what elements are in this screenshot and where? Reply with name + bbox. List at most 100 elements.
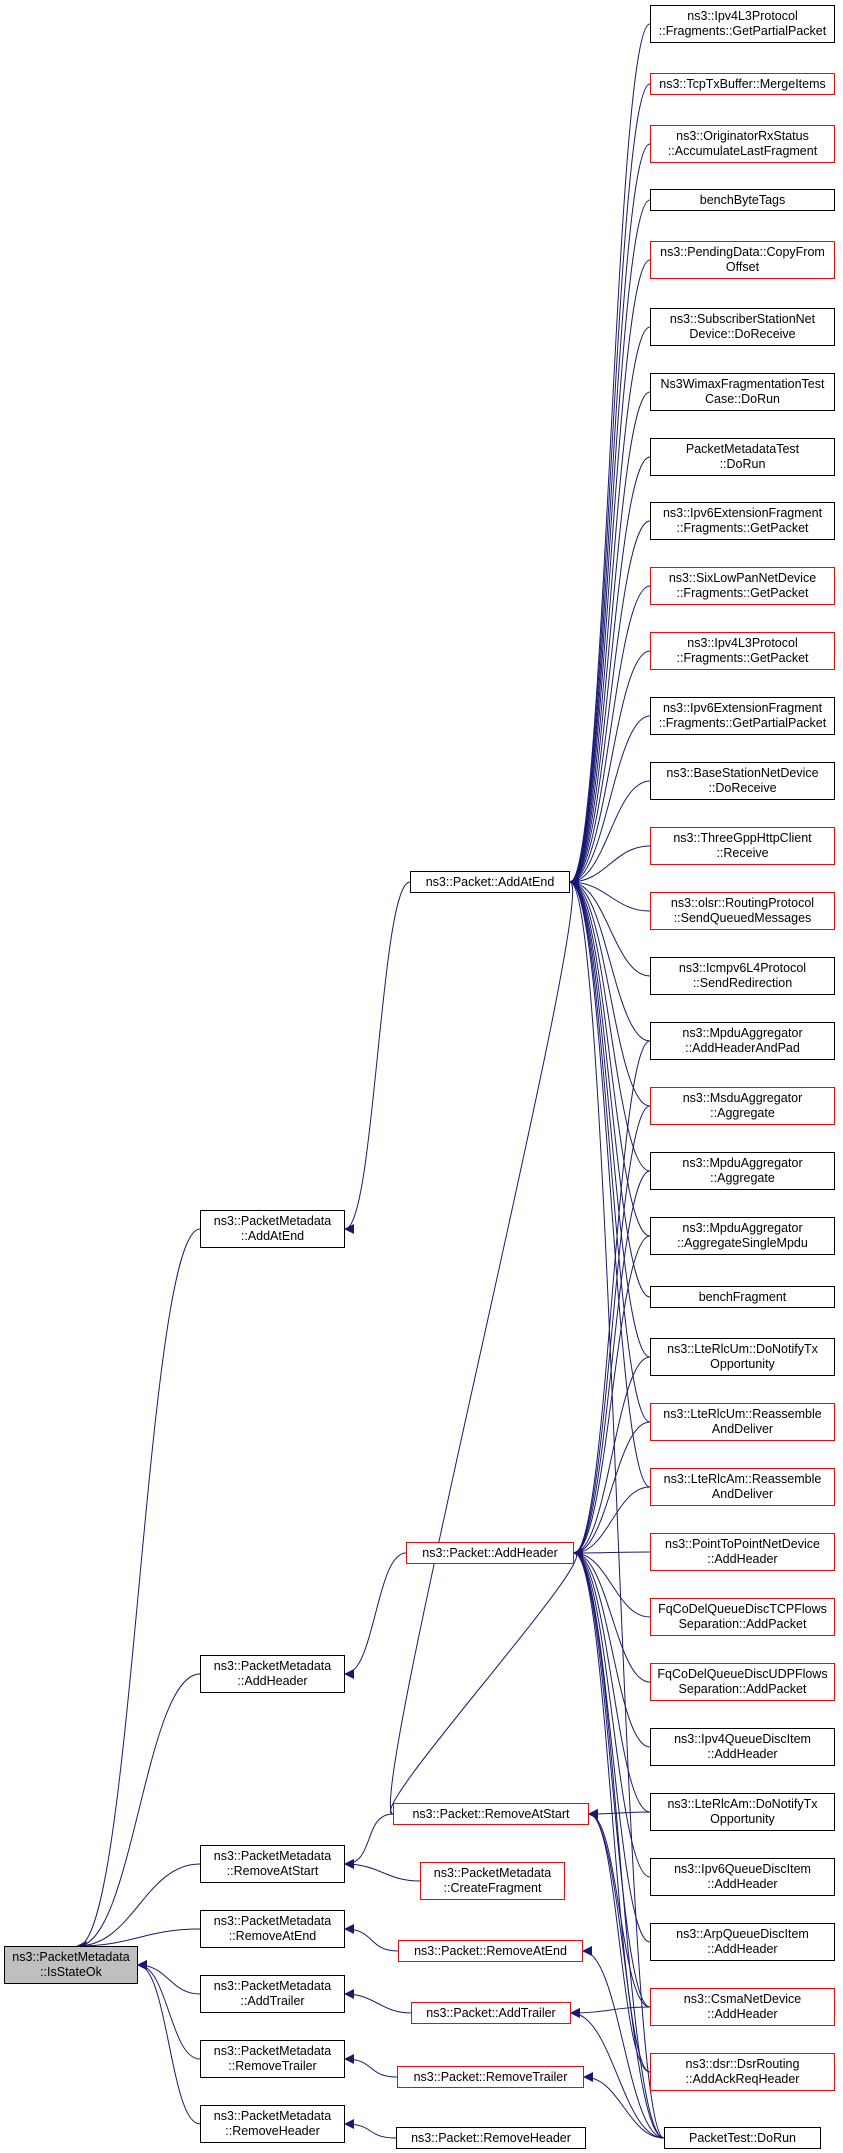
node-p-removeatstart[interactable]: ns3::Packet::RemoveAtStart bbox=[393, 1803, 589, 1825]
node-r27[interactable]: ns3::Ipv4QueueDiscItem ::AddHeader bbox=[650, 1728, 835, 1766]
node-label: ns3::Packet::RemoveHeader bbox=[411, 2130, 571, 2145]
node-p-addatend[interactable]: ns3::Packet::AddAtEnd bbox=[410, 871, 570, 893]
node-r20[interactable]: benchFragment bbox=[650, 1286, 835, 1308]
node-r24[interactable]: ns3::PointToPointNetDevice ::AddHeader bbox=[650, 1533, 835, 1571]
edge-pm_removeatend-to-isstateok bbox=[76, 1928, 201, 1951]
edge-r0-to-p_addatend bbox=[569, 23, 651, 887]
edge-r17-to-p_addheader bbox=[573, 1105, 651, 1558]
node-r14[interactable]: ns3::olsr::RoutingProtocol ::SendQueuedM… bbox=[650, 892, 835, 930]
node-r4[interactable]: ns3::PendingData::CopyFrom Offset bbox=[650, 241, 835, 279]
node-label: ns3::LteRlcAm::DoNotifyTx Opportunity bbox=[667, 1797, 818, 1826]
node-r26[interactable]: FqCoDelQueueDiscUDPFlows Separation::Add… bbox=[650, 1663, 835, 1701]
edge-r17-to-p_addatend bbox=[569, 877, 651, 1107]
node-label: ns3::PacketMetadata ::IsStateOk bbox=[12, 1950, 130, 1979]
edge-p_removeheader-to-pm_removeheader bbox=[344, 2119, 397, 2139]
node-pm-addheader[interactable]: ns3::PacketMetadata ::AddHeader bbox=[200, 1655, 345, 1693]
node-r19[interactable]: ns3::MpduAggregator ::AggregateSingleMpd… bbox=[650, 1217, 835, 1255]
node-r17[interactable]: ns3::MsduAggregator ::Aggregate bbox=[650, 1087, 835, 1125]
node-p-removeatend[interactable]: ns3::Packet::RemoveAtEnd bbox=[398, 1940, 583, 1962]
edge-r33-to-p_removeatstart bbox=[588, 1809, 665, 2139]
node-r11[interactable]: ns3::Ipv6ExtensionFragment ::Fragments::… bbox=[650, 697, 835, 735]
edge-r19-to-p_addatend bbox=[569, 877, 651, 1237]
node-pm-addtrailer[interactable]: ns3::PacketMetadata ::AddTrailer bbox=[200, 1975, 345, 2013]
edge-r29-to-p_addheader bbox=[573, 1548, 651, 1878]
node-r33[interactable]: PacketTest::DoRun bbox=[664, 2127, 821, 2149]
node-r29[interactable]: ns3::Ipv6QueueDiscItem ::AddHeader bbox=[650, 1858, 835, 1896]
node-r0[interactable]: ns3::Ipv4L3Protocol ::Fragments::GetPart… bbox=[650, 5, 835, 43]
node-label: ns3::PacketMetadata ::AddTrailer bbox=[213, 1979, 332, 2008]
edge-r26-to-p_addheader bbox=[573, 1548, 651, 1683]
node-r18[interactable]: ns3::MpduAggregator ::Aggregate bbox=[650, 1152, 835, 1190]
node-label: ns3::dsr::DsrRouting ::AddAckReqHeader bbox=[685, 2057, 800, 2086]
node-r32[interactable]: ns3::dsr::DsrRouting ::AddAckReqHeader bbox=[650, 2053, 835, 2091]
node-label: ns3::OriginatorRxStatus ::AccumulateLast… bbox=[667, 129, 818, 158]
edge-r22-to-p_addatend bbox=[569, 877, 651, 1423]
edge-r23-to-p_addatend bbox=[569, 877, 651, 1488]
node-r13[interactable]: ns3::ThreeGppHttpClient ::Receive bbox=[650, 827, 835, 865]
node-r5[interactable]: ns3::SubscriberStationNet Device::DoRece… bbox=[650, 308, 835, 346]
node-label: ns3::TcpTxBuffer::MergeItems bbox=[659, 76, 826, 91]
edge-r33-to-p_addtrailer bbox=[570, 2008, 665, 2139]
node-r25[interactable]: FqCoDelQueueDiscTCPFlows Separation::Add… bbox=[650, 1598, 835, 1636]
edge-p_removeatstart-to-p_addheader bbox=[389, 1548, 584, 1815]
node-r31[interactable]: ns3::CsmaNetDevice ::AddHeader bbox=[650, 1988, 835, 2026]
node-r15[interactable]: ns3::Icmpv6L4Protocol ::SendRedirection bbox=[650, 957, 835, 995]
node-r10[interactable]: ns3::Ipv4L3Protocol ::Fragments::GetPack… bbox=[650, 632, 835, 670]
node-label: ns3::MpduAggregator ::AggregateSingleMpd… bbox=[677, 1221, 808, 1250]
node-r23[interactable]: ns3::LteRlcAm::Reassemble AndDeliver bbox=[650, 1468, 835, 1506]
node-r2[interactable]: ns3::OriginatorRxStatus ::AccumulateLast… bbox=[650, 125, 835, 163]
node-r6[interactable]: Ns3WimaxFragmentationTest Case::DoRun bbox=[650, 373, 835, 411]
edge-pm_removetrailer-to-isstateok bbox=[137, 1960, 201, 2060]
node-r22[interactable]: ns3::LteRlcUm::Reassemble AndDeliver bbox=[650, 1403, 835, 1441]
node-r21[interactable]: ns3::LteRlcUm::DoNotifyTx Opportunity bbox=[650, 1338, 835, 1376]
node-label: ns3::Ipv6ExtensionFragment ::Fragments::… bbox=[658, 701, 827, 730]
edge-r33-to-p_removetrailer bbox=[583, 2072, 665, 2139]
node-pm-addatend[interactable]: ns3::PacketMetadata ::AddAtEnd bbox=[200, 1210, 345, 1248]
node-pm-removeheader[interactable]: ns3::PacketMetadata ::RemoveHeader bbox=[200, 2105, 345, 2143]
edge-r18-to-p_addatend bbox=[569, 877, 651, 1172]
edge-r11-to-p_addatend bbox=[569, 715, 651, 887]
node-pm-removetrailer[interactable]: ns3::PacketMetadata ::RemoveTrailer bbox=[200, 2040, 345, 2078]
node-label: ns3::LteRlcAm::Reassemble AndDeliver bbox=[663, 1472, 822, 1501]
node-pm-removeatstart[interactable]: ns3::PacketMetadata ::RemoveAtStart bbox=[200, 1845, 345, 1883]
node-label: PacketTest::DoRun bbox=[689, 2130, 796, 2145]
edge-p_removeatend-to-pm_removeatend bbox=[344, 1924, 399, 1952]
node-label: ns3::Ipv4L3Protocol ::Fragments::GetPart… bbox=[658, 9, 827, 38]
edge-r15-to-p_addatend bbox=[569, 877, 651, 977]
node-r28[interactable]: ns3::LteRlcAm::DoNotifyTx Opportunity bbox=[650, 1793, 835, 1831]
node-r12[interactable]: ns3::BaseStationNetDevice ::DoReceive bbox=[650, 762, 835, 800]
node-pm-removeatend[interactable]: ns3::PacketMetadata ::RemoveAtEnd bbox=[200, 1910, 345, 1948]
node-r1[interactable]: ns3::TcpTxBuffer::MergeItems bbox=[650, 73, 835, 95]
node-p-removeheader[interactable]: ns3::Packet::RemoveHeader bbox=[396, 2127, 586, 2149]
node-label: ns3::MpduAggregator ::Aggregate bbox=[682, 1156, 803, 1185]
node-label: ns3::LteRlcUm::Reassemble AndDeliver bbox=[663, 1407, 822, 1436]
edge-pm_addatend-to-isstateok bbox=[76, 1228, 201, 1951]
node-label: ns3::PacketMetadata ::AddAtEnd bbox=[213, 1214, 332, 1243]
edge-r33-to-p_removeatend bbox=[582, 1946, 665, 2139]
node-label: ns3::olsr::RoutingProtocol ::SendQueuedM… bbox=[670, 896, 815, 925]
node-label: ns3::MsduAggregator ::Aggregate bbox=[682, 1091, 803, 1120]
node-p-addtrailer[interactable]: ns3::Packet::AddTrailer bbox=[411, 2002, 571, 2024]
node-r30[interactable]: ns3::ArpQueueDiscItem ::AddHeader bbox=[650, 1923, 835, 1961]
edge-r32-to-p_addheader bbox=[573, 1548, 651, 2073]
node-p-addheader[interactable]: ns3::Packet::AddHeader bbox=[406, 1542, 574, 1564]
node-label: FqCoDelQueueDiscUDPFlows Separation::Add… bbox=[657, 1667, 828, 1696]
node-label: FqCoDelQueueDiscTCPFlows Separation::Add… bbox=[658, 1602, 827, 1631]
node-r3[interactable]: benchByteTags bbox=[650, 189, 835, 211]
edge-r22-to-p_addheader bbox=[573, 1421, 651, 1558]
node-r16[interactable]: ns3::MpduAggregator ::AddHeaderAndPad bbox=[650, 1022, 835, 1060]
node-label: ns3::PointToPointNetDevice ::AddHeader bbox=[665, 1537, 820, 1566]
edge-r31-to-p_addtrailer bbox=[570, 2006, 651, 2018]
edge-r10-to-p_addatend bbox=[569, 650, 651, 887]
edge-r18-to-p_addheader bbox=[573, 1170, 651, 1558]
node-pm-createfragment[interactable]: ns3::PacketMetadata ::CreateFragment bbox=[420, 1862, 565, 1900]
node-label: ns3::Packet::AddHeader bbox=[422, 1545, 558, 1560]
node-r8[interactable]: ns3::Ipv6ExtensionFragment ::Fragments::… bbox=[650, 502, 835, 540]
node-label: ns3::Ipv4QueueDiscItem ::AddHeader bbox=[674, 1732, 811, 1761]
node-r9[interactable]: ns3::SixLowPanNetDevice ::Fragments::Get… bbox=[650, 567, 835, 605]
edge-p_removeatstart-to-pm_removeatstart bbox=[344, 1813, 394, 1869]
edge-pm_removeatstart-to-isstateok bbox=[76, 1863, 201, 1951]
node-label: benchByteTags bbox=[699, 192, 786, 207]
node-r7[interactable]: PacketMetadataTest ::DoRun bbox=[650, 438, 835, 476]
node-p-removetrailer[interactable]: ns3::Packet::RemoveTrailer bbox=[397, 2066, 584, 2088]
